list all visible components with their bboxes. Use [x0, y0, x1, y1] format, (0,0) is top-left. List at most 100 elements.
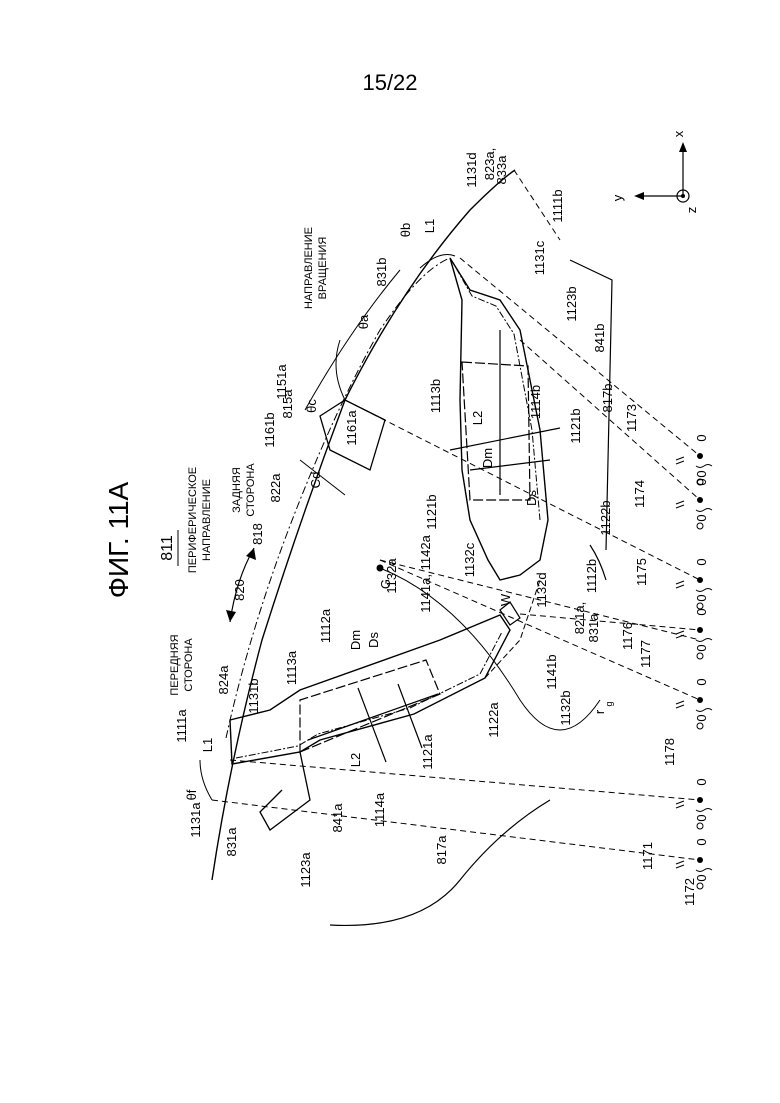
ref-label-rL2_a: L2 — [348, 753, 363, 767]
line-1172 — [212, 800, 700, 860]
terminal-zero-label: 0 — [694, 434, 709, 441]
ref-label-r818: 818 — [250, 523, 265, 545]
terminal-zero-label: 0 — [694, 594, 709, 601]
ref-label-rthetaa: θa — [356, 314, 371, 329]
terminal-zero-label: 0 — [694, 478, 709, 485]
break-mark — [676, 801, 684, 808]
ref-label-r1161b: 1161b — [262, 412, 277, 447]
terminal-dot — [697, 627, 703, 633]
terminal-tilde — [696, 709, 712, 712]
terminal-open — [697, 523, 703, 529]
magnet-slot-a-pocket — [260, 752, 310, 830]
ref-label-r1178: 1178 — [662, 738, 677, 766]
ref-label-r1112b: 1112b — [584, 559, 599, 593]
ref-label-r1173: 1173 — [624, 404, 639, 432]
peripheral-direction-label-1: ПЕРИФЕРИЧЕСКОЕ — [187, 467, 199, 573]
ref-label-r1172: 1172 — [682, 878, 697, 906]
ref-label-r833a: 833a — [494, 155, 509, 185]
ref-label-r831b: 831b — [374, 258, 389, 287]
ref-label-rL1b: L1 — [422, 219, 437, 233]
terminal-tilde — [696, 869, 712, 872]
terminal-dot — [697, 857, 703, 863]
z-axis-dot — [681, 194, 685, 198]
ref-label-r821a: 821a, — [572, 602, 587, 635]
ref-label-r1121a: 1121a — [420, 734, 435, 770]
rear-side-label-2: СТОРОНА — [245, 463, 257, 517]
break-mark — [676, 581, 684, 588]
rotation-direction-label-1: НАПРАВЛЕНИЕ — [303, 227, 315, 309]
break-mark — [676, 631, 684, 638]
front-side-label-1: ПЕРЕДНЯЯ — [169, 634, 181, 695]
terminal-dot — [697, 697, 703, 703]
ref-label-rL2_b: L2 — [470, 411, 485, 425]
terminal-zero-label: 0 — [694, 644, 709, 651]
terminal-open — [697, 603, 703, 609]
break-mark — [676, 501, 684, 508]
ref-label-rthetac: θc — [304, 399, 319, 413]
ref-label-r820: 820 — [232, 579, 247, 601]
magnet-slot-a-inner — [236, 632, 502, 758]
arrowhead — [226, 610, 236, 622]
theta-f-arc — [200, 760, 212, 800]
terminal-tilde — [696, 465, 712, 468]
ref-label-r1111a: 1111a — [174, 709, 189, 743]
terminal-open — [697, 883, 703, 889]
terminal-zero-label: 0 — [694, 470, 709, 477]
magnet-a-rect — [300, 660, 440, 752]
ref-label-rDs_b: Ds — [524, 490, 539, 506]
break-mark — [676, 861, 684, 868]
terminal-zero-label: 0 — [694, 558, 709, 565]
ref-label-r1171: 1171 — [640, 842, 655, 870]
break-mark — [676, 701, 684, 708]
ref-label-r1141b: 1141b — [544, 654, 559, 689]
ref-label-r831a2: 831a — [586, 613, 601, 643]
ref-label-r831a: 831a — [224, 827, 239, 857]
ref-label-r1114b: 1114b — [528, 385, 543, 419]
terminal-dot — [697, 453, 703, 459]
ref-label-r1111b: 1111b — [550, 189, 565, 222]
terminal-zero-label: 0 — [694, 814, 709, 821]
terminal-zero-label: 0 — [694, 714, 709, 721]
terminal-zero-label: 0 — [694, 838, 709, 845]
terminal-open — [697, 653, 703, 659]
ref-label-r1113a: 1113a — [284, 650, 299, 685]
z-axis-label: z — [684, 207, 699, 214]
ref-label-r824a: 824a — [216, 665, 231, 695]
ref-label-rDm_b: Dm — [480, 448, 495, 468]
terminal-tilde — [696, 809, 712, 812]
line-1171 — [230, 760, 700, 800]
terminal-zero-label: 0 — [694, 514, 709, 521]
ref-label-rCd: Cd — [308, 472, 323, 489]
y-axis-arrowhead — [634, 192, 644, 200]
ref-label-r1141a: 1141a, 1142a — [418, 534, 433, 612]
ref-label-rDs_a: Ds — [366, 632, 381, 648]
theta-c-arc — [336, 340, 345, 400]
ref-label-r1161a: 1161a — [344, 410, 359, 446]
terminal-dot — [697, 497, 703, 503]
ref-label-r1131c: 1131c — [532, 240, 547, 275]
terminal-open — [697, 723, 703, 729]
terminal-dot — [697, 577, 703, 583]
terminal-dot — [697, 797, 703, 803]
arrowhead — [246, 548, 256, 560]
line-1176 — [520, 614, 700, 630]
ref-label-rDm_a: Dm — [348, 630, 363, 650]
ref-label-r1132a: 1132a — [384, 558, 399, 594]
ref-label-r1131a: 1131a — [188, 802, 203, 838]
ref-label-r841a: 841a — [330, 803, 345, 833]
terminal-zero-label: 0 — [694, 608, 709, 615]
ref-label-r822a: 822a — [268, 473, 283, 503]
magnet-b-rect — [462, 362, 530, 500]
ref-label-r1151a: 1151a — [274, 364, 289, 400]
x-axis-label: x — [671, 130, 686, 137]
terminal-zero-label: 0 — [694, 778, 709, 785]
rear-side-label-1: ЗАДНЯЯ — [231, 467, 243, 513]
ref-label-r1131b: 1131b — [246, 678, 261, 713]
ref-label-r1175: 1175 — [634, 558, 649, 586]
ref-label-r1112a: 1112a — [318, 608, 333, 643]
terminal-tilde — [696, 589, 712, 592]
outer-arc-inner — [226, 258, 450, 738]
figure-title: ФИГ. 11А — [103, 481, 134, 598]
y-axis-label: y — [610, 194, 625, 201]
